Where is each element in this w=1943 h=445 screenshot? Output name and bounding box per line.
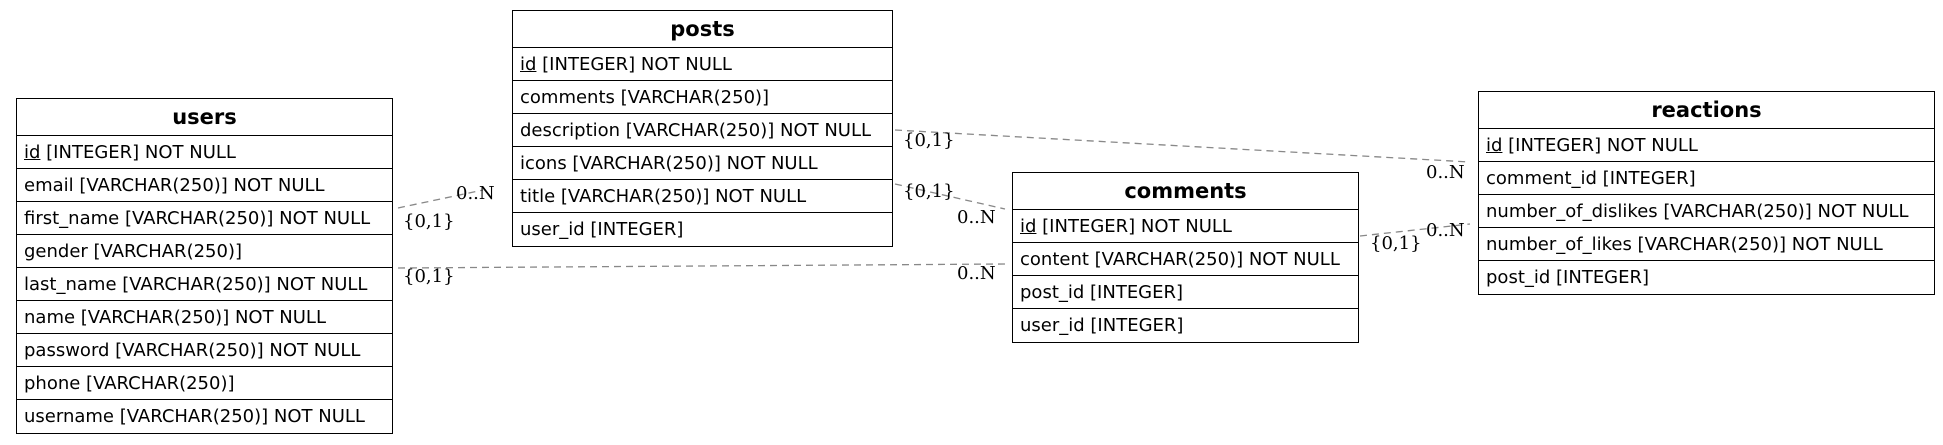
column-row: id [INTEGER] NOT NULL [1013,210,1358,243]
column-text: [INTEGER] NOT NULL [536,54,732,75]
primary-key: id [24,142,41,163]
column-row: id [INTEGER] NOT NULL [513,48,892,81]
column-row: phone [VARCHAR(250)] [17,367,392,400]
entity-title: comments [1013,173,1358,210]
column-row: last_name [VARCHAR(250)] NOT NULL [17,268,392,301]
column-text: number_of_dislikes [VARCHAR(250)] NOT NU… [1486,201,1909,222]
card-users-comments-from: {0,1} [403,266,455,287]
edge-posts-reactions [894,129,1471,163]
edge-users-comments [397,263,1006,269]
column-row: user_id [INTEGER] [513,213,892,246]
column-row: comment_id [INTEGER] [1479,162,1934,195]
entity-title: posts [513,11,892,48]
column-row: post_id [INTEGER] [1479,261,1934,294]
column-text: phone [VARCHAR(250)] [24,373,235,394]
card-users-comments-to: 0..N [957,263,996,284]
card-comments-reactions-from: {0,1} [1370,233,1422,254]
column-text: [INTEGER] NOT NULL [1502,135,1698,156]
column-text: name [VARCHAR(250)] NOT NULL [24,307,326,328]
column-row: id [INTEGER] NOT NULL [17,136,392,169]
column-row: post_id [INTEGER] [1013,276,1358,309]
column-row: comments [VARCHAR(250)] [513,81,892,114]
column-row: description [VARCHAR(250)] NOT NULL [513,114,892,147]
column-text: first_name [VARCHAR(250)] NOT NULL [24,208,371,229]
column-row: number_of_likes [VARCHAR(250)] NOT NULL [1479,228,1934,261]
primary-key: id [1486,135,1503,156]
column-row: number_of_dislikes [VARCHAR(250)] NOT NU… [1479,195,1934,228]
column-text: user_id [INTEGER] [1020,315,1184,336]
column-row: name [VARCHAR(250)] NOT NULL [17,301,392,334]
column-text: password [VARCHAR(250)] NOT NULL [24,340,361,361]
column-text: user_id [INTEGER] [520,219,684,240]
column-row: content [VARCHAR(250)] NOT NULL [1013,243,1358,276]
column-text: username [VARCHAR(250)] NOT NULL [24,406,365,427]
primary-key: id [1020,216,1037,237]
column-text: [INTEGER] NOT NULL [40,142,236,163]
column-row: username [VARCHAR(250)] NOT NULL [17,400,392,433]
entity-users: users id [INTEGER] NOT NULL email [VARCH… [16,98,393,434]
card-posts-comments-to: 0..N [957,207,996,228]
card-posts-comments-from: {0,1} [903,181,955,202]
column-text: icons [VARCHAR(250)] NOT NULL [520,153,818,174]
card-posts-reactions-to: 0..N [1426,162,1465,183]
column-text: last_name [VARCHAR(250)] NOT NULL [24,274,368,295]
column-text: post_id [INTEGER] [1020,282,1184,303]
column-text: description [VARCHAR(250)] NOT NULL [520,120,872,141]
column-row: title [VARCHAR(250)] NOT NULL [513,180,892,213]
column-text: content [VARCHAR(250)] NOT NULL [1020,249,1340,270]
column-row: first_name [VARCHAR(250)] NOT NULL [17,202,392,235]
entity-comments: comments id [INTEGER] NOT NULL content [… [1012,172,1359,343]
column-row: email [VARCHAR(250)] NOT NULL [17,169,392,202]
column-text: post_id [INTEGER] [1486,267,1650,288]
column-text: title [VARCHAR(250)] NOT NULL [520,186,807,207]
card-comments-reactions-to: 0..N [1426,220,1465,241]
column-text: comment_id [INTEGER] [1486,168,1696,189]
column-row: user_id [INTEGER] [1013,309,1358,342]
card-users-posts-from: {0,1} [403,211,455,232]
column-text: gender [VARCHAR(250)] [24,241,242,262]
column-row: id [INTEGER] NOT NULL [1479,129,1934,162]
edge-posts-comments [894,183,1006,210]
column-row: icons [VARCHAR(250)] NOT NULL [513,147,892,180]
entity-reactions: reactions id [INTEGER] NOT NULL comment_… [1478,91,1935,295]
column-row: password [VARCHAR(250)] NOT NULL [17,334,392,367]
card-posts-reactions-from: {0,1} [903,130,955,151]
primary-key: id [520,54,537,75]
entity-title: users [17,99,392,136]
entity-posts: posts id [INTEGER] NOT NULL comments [VA… [512,10,893,247]
card-users-posts-to: 0..N [456,183,495,204]
column-text: comments [VARCHAR(250)] [520,87,770,108]
column-text: [INTEGER] NOT NULL [1036,216,1232,237]
column-text: email [VARCHAR(250)] NOT NULL [24,175,325,196]
column-row: gender [VARCHAR(250)] [17,235,392,268]
column-text: number_of_likes [VARCHAR(250)] NOT NULL [1486,234,1883,255]
edge-users-posts [397,189,484,209]
entity-title: reactions [1479,92,1934,129]
edge-comments-reactions [1359,223,1471,237]
